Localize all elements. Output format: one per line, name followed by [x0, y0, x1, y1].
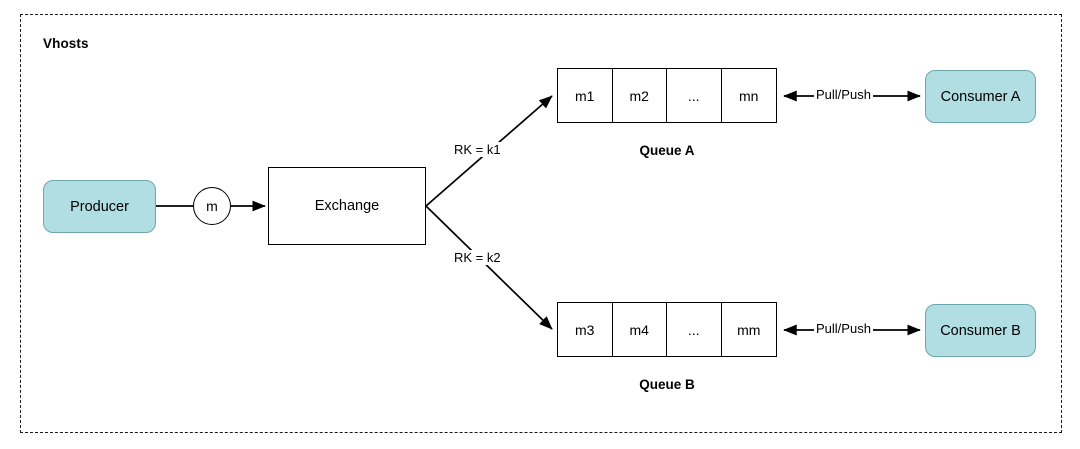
queue-b[interactable]: m3 m4 ... mm [557, 302, 777, 357]
vhosts-label: Vhosts [43, 36, 89, 51]
node-message[interactable]: m [193, 187, 231, 225]
queue-cell: m3 [558, 303, 613, 356]
node-producer[interactable]: Producer [43, 180, 156, 233]
queue-cell: m4 [613, 303, 667, 356]
queue-a[interactable]: m1 m2 ... mn [557, 68, 777, 123]
queue-cell: mm [737, 321, 761, 338]
queue-cell: m1 [558, 69, 613, 122]
node-producer-label: Producer [70, 198, 129, 215]
vhosts-container [20, 14, 1062, 433]
queue-a-caption: Queue A [639, 143, 695, 158]
queue-cell: m2 [613, 69, 667, 122]
queue-b-caption: Queue B [639, 377, 695, 392]
node-consumer-a-label: Consumer A [940, 88, 1021, 105]
node-consumer-b[interactable]: Consumer B [925, 304, 1036, 357]
edge-label-routing-key-2: RK = k2 [452, 250, 503, 265]
queue-cell: ... [667, 69, 722, 122]
node-consumer-a[interactable]: Consumer A [925, 70, 1036, 123]
node-exchange-label: Exchange [314, 198, 380, 214]
node-consumer-b-label: Consumer B [940, 322, 1021, 339]
node-exchange[interactable]: Exchange [268, 167, 426, 245]
queue-cell: ... [667, 303, 722, 356]
queue-cell: mn [739, 87, 759, 104]
edge-label-pull-push-b: Pull/Push [814, 321, 873, 336]
edge-label-pull-push-a: Pull/Push [814, 87, 873, 102]
edge-label-routing-key-1: RK = k1 [452, 142, 503, 157]
node-message-label: m [206, 198, 218, 214]
